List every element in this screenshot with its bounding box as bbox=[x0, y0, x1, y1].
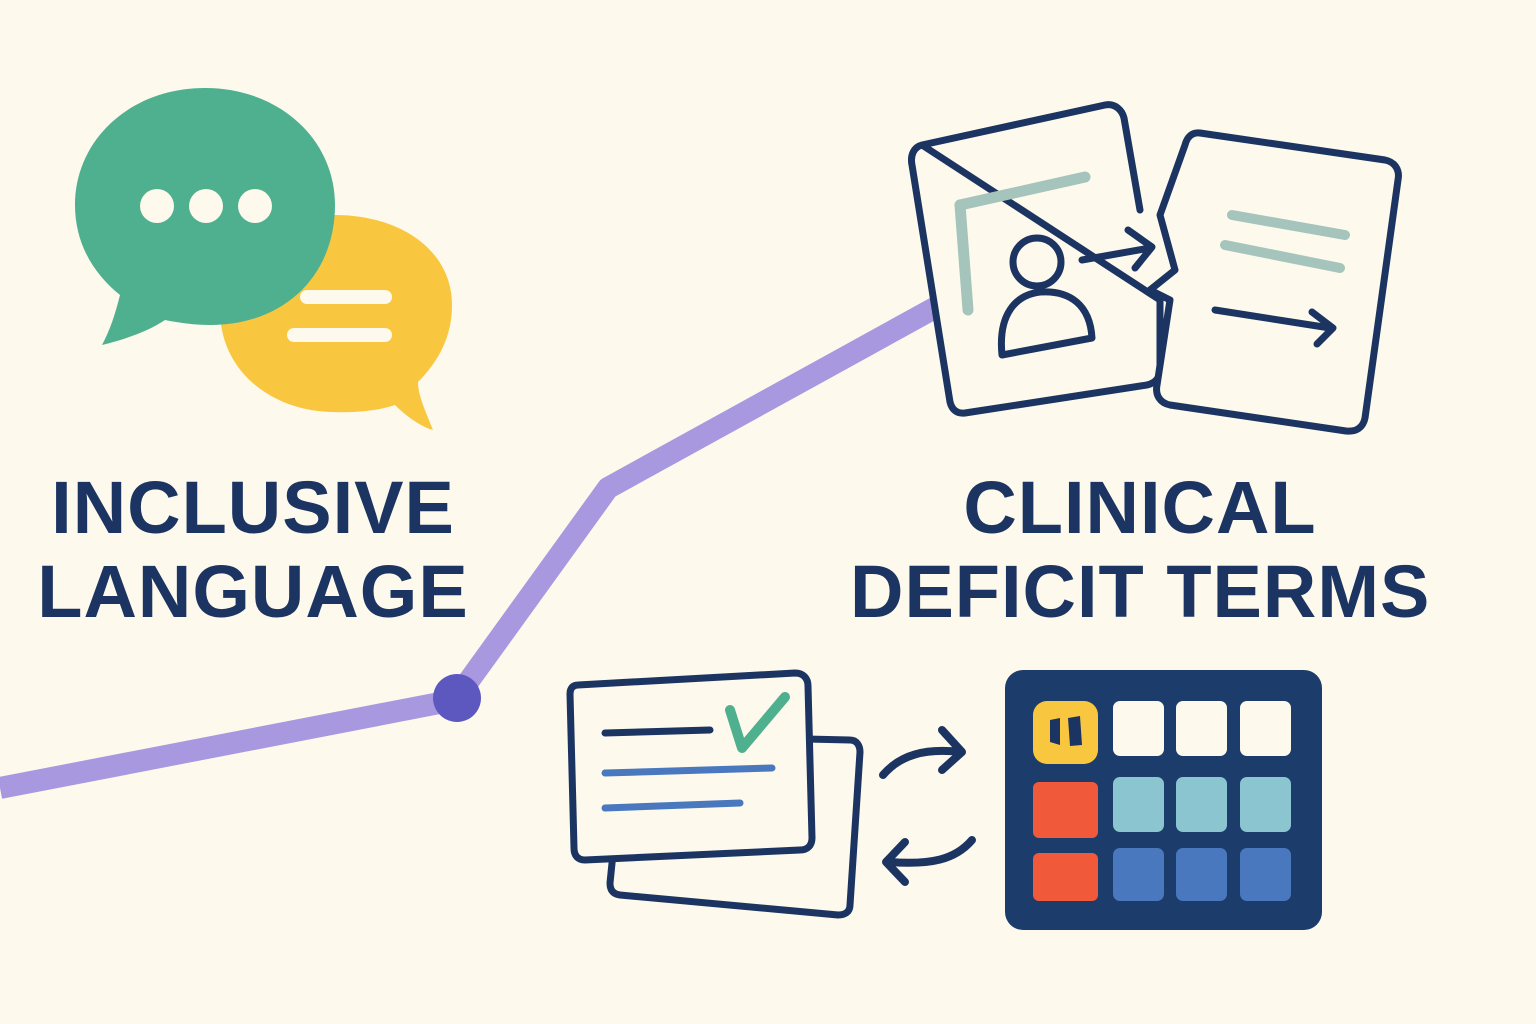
card-check-icon bbox=[566, 669, 864, 919]
clinical-deficit-terms-label: CLINICAL DEFICIT TERMS bbox=[850, 466, 1430, 634]
label-line: CLINICAL bbox=[963, 466, 1317, 549]
inclusive-language-label: INCLUSIVE LANGUAGE bbox=[28, 466, 478, 634]
trend-point bbox=[433, 674, 481, 722]
symbol-grid-icon bbox=[1005, 670, 1322, 930]
speech-bubbles-icon bbox=[75, 88, 452, 430]
label-line: LANGUAGE bbox=[37, 550, 469, 633]
label-line: DEFICIT TERMS bbox=[850, 550, 1431, 633]
document-swap-icon bbox=[908, 101, 1402, 435]
label-line: INCLUSIVE bbox=[51, 466, 455, 549]
swap-arrows-icon bbox=[879, 726, 976, 886]
trend-line bbox=[0, 295, 946, 799]
